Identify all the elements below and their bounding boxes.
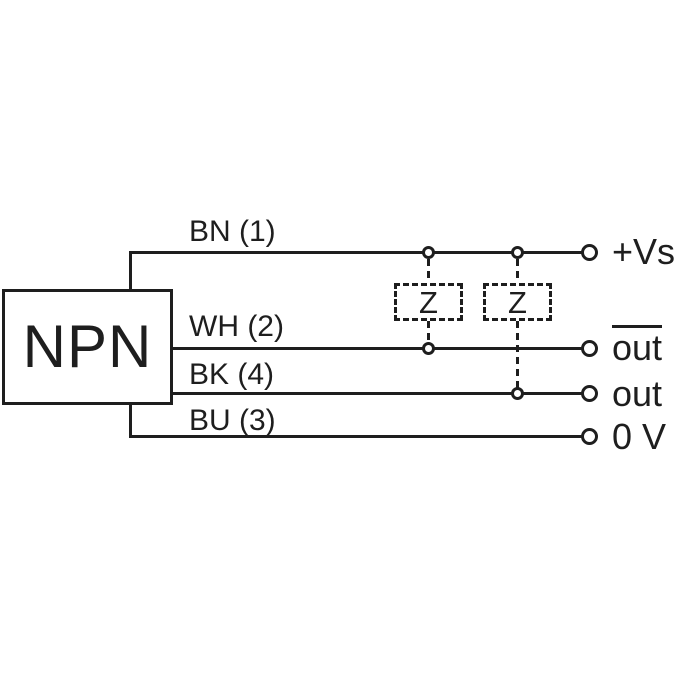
load-label-1: Z	[419, 284, 438, 320]
junction-bk-load2	[511, 387, 524, 400]
wire-bu-horizontal	[129, 435, 582, 438]
wire-bn-horizontal	[129, 251, 582, 254]
junction-bn-load2	[511, 246, 524, 259]
load2-dashed-connector-top	[516, 259, 519, 283]
terminal-vs	[581, 244, 598, 261]
junction-wh-load1	[422, 342, 435, 355]
device-box: NPN	[2, 289, 173, 405]
terminal-label-out: out	[612, 373, 663, 414]
load1-dashed-connector-bottom	[427, 321, 430, 348]
terminal-label-0v: 0 V	[612, 416, 667, 457]
load2-dashed-connector-bottom	[516, 321, 519, 394]
terminal-label-out-inverted: out	[612, 327, 663, 368]
terminal-0v	[581, 428, 598, 445]
terminal-out	[581, 385, 598, 402]
device-label: NPN	[22, 313, 153, 380]
wire-bu-riser	[129, 402, 132, 438]
wire-bk-horizontal	[171, 392, 582, 395]
junction-bn-load1	[422, 246, 435, 259]
terminal-out-inverted	[581, 340, 598, 357]
load-box-2: Z	[483, 283, 552, 321]
terminal-label-vs: +Vs	[612, 231, 675, 272]
wire-label-bu: BU (3)	[189, 404, 276, 437]
load-label-2: Z	[508, 284, 527, 320]
load-box-1: Z	[394, 283, 463, 321]
wire-wh-horizontal	[171, 347, 582, 350]
load1-dashed-connector-top	[427, 259, 430, 283]
wire-label-wh: WH (2)	[189, 310, 284, 343]
wire-bn-riser	[129, 251, 132, 291]
terminal-label-out-inverted-overline	[612, 325, 662, 328]
wire-label-bk: BK (4)	[189, 358, 275, 391]
wire-label-bn: BN (1)	[189, 215, 276, 248]
